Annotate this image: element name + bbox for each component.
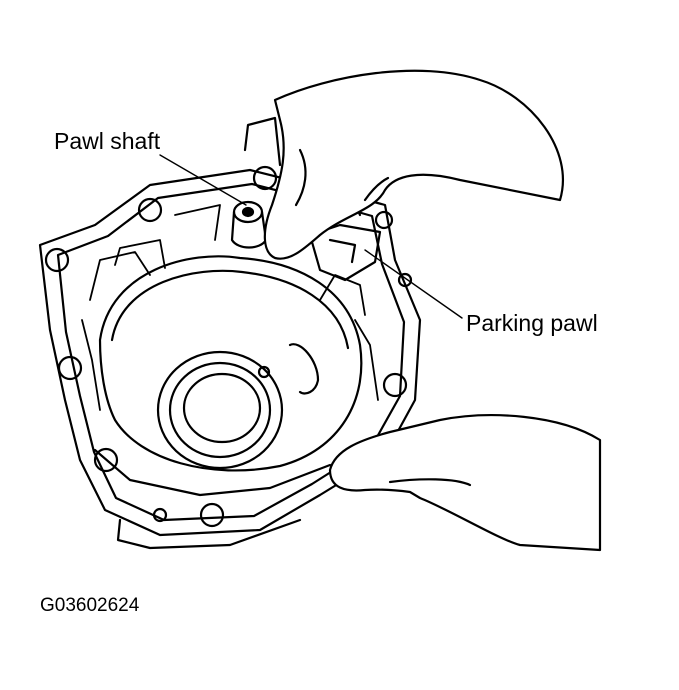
lower-hand [328,414,602,552]
label-parking-pawl: Parking pawl [466,310,598,336]
leader-pawl-shaft [159,154,247,206]
leader-lines [159,154,463,319]
case-flange [38,116,422,550]
pawl-shaft-boss [230,200,268,249]
case-ribs [81,204,379,411]
figure-code: G03602624 [40,595,140,616]
case-bore [93,255,363,497]
upper-hand [263,69,565,260]
leader-parking-pawl [364,249,463,319]
bolt-holes [44,165,413,528]
label-pawl-shaft: Pawl shaft [54,128,161,154]
